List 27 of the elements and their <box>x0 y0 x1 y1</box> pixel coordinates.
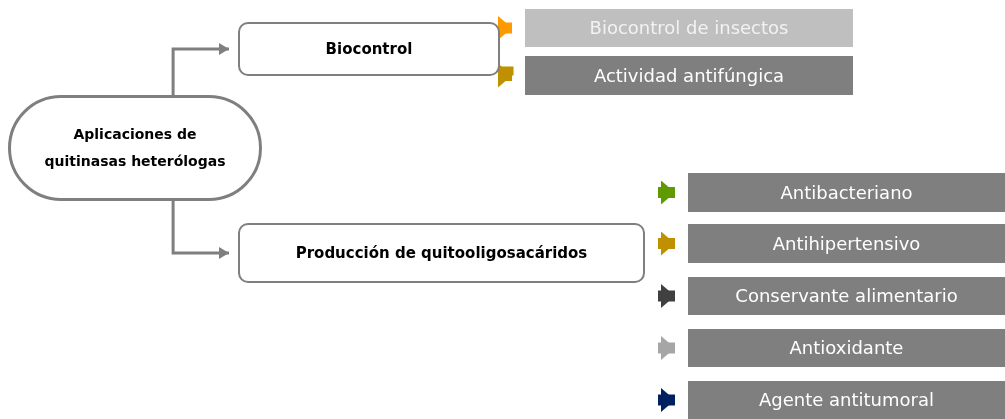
block-arrow <box>658 284 675 308</box>
block-arrow <box>658 336 675 360</box>
block-arrow <box>658 388 675 412</box>
connector-arrow <box>171 43 229 95</box>
node-label: Conservante alimentario <box>735 285 958 307</box>
application-box <box>688 224 1005 263</box>
application-box <box>525 9 853 47</box>
application-box <box>688 329 1005 367</box>
node-label: Antibacteriano <box>780 181 913 204</box>
node-label: Actividad antifúngica <box>593 64 785 87</box>
category-box <box>238 223 645 283</box>
block-arrow <box>498 63 514 88</box>
application-box <box>688 173 1005 212</box>
application-box <box>525 56 853 95</box>
application-box <box>688 381 1005 419</box>
category-box <box>238 22 500 76</box>
block-arrow <box>658 231 675 256</box>
node-label: Antihipertensivo <box>772 232 921 255</box>
node-label: Biocontrol <box>325 40 413 58</box>
node-label: Agente antitumoral <box>759 389 934 411</box>
application-box <box>688 277 1005 315</box>
node-label: Antioxidante <box>789 337 904 359</box>
node-label: Producción de quitooligosacáridos <box>295 244 588 262</box>
block-arrow <box>498 16 512 40</box>
node-label: Aplicaciones de quitinasas heterólogas <box>43 125 227 171</box>
block-arrow <box>658 180 675 205</box>
connector-arrow <box>171 201 229 259</box>
